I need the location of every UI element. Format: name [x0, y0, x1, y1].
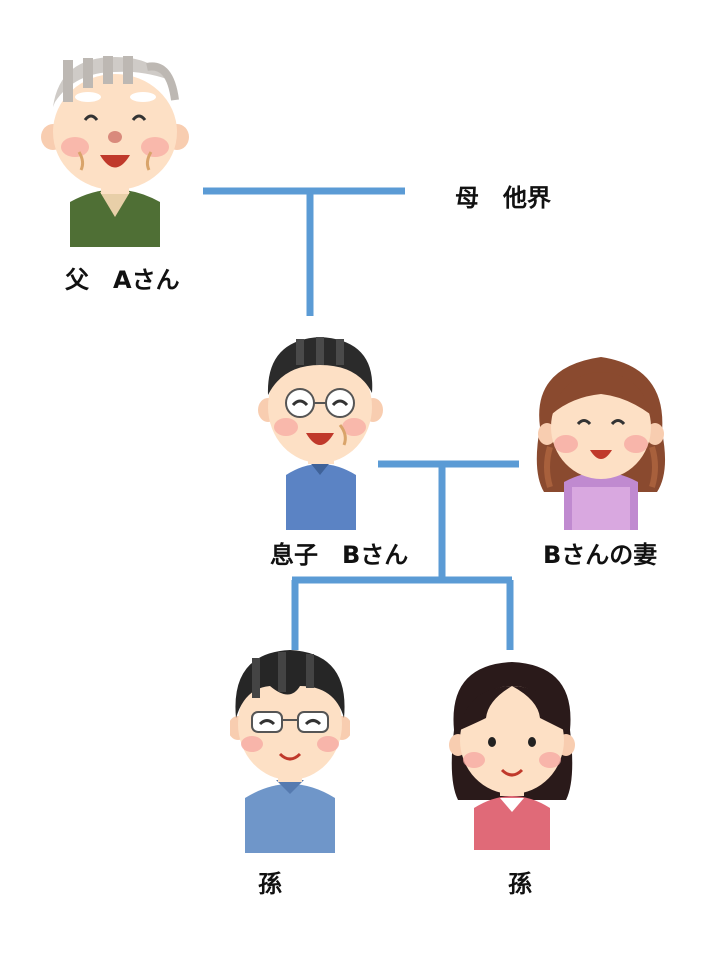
- grandson-label: 孫: [258, 870, 282, 898]
- boy-with-glasses-icon: [228, 648, 352, 853]
- son-label: 息子 Bさん: [270, 541, 409, 569]
- mother-label: 母 他界: [455, 184, 551, 212]
- grandfather-icon: [35, 52, 195, 247]
- son-wife-label: Bさんの妻: [543, 541, 658, 569]
- girl-icon: [448, 660, 576, 850]
- man-with-glasses-icon: [258, 335, 383, 530]
- father-label: 父 Aさん: [65, 266, 180, 294]
- granddaughter-label: 孫: [508, 870, 532, 898]
- woman-apron-icon: [532, 352, 670, 530]
